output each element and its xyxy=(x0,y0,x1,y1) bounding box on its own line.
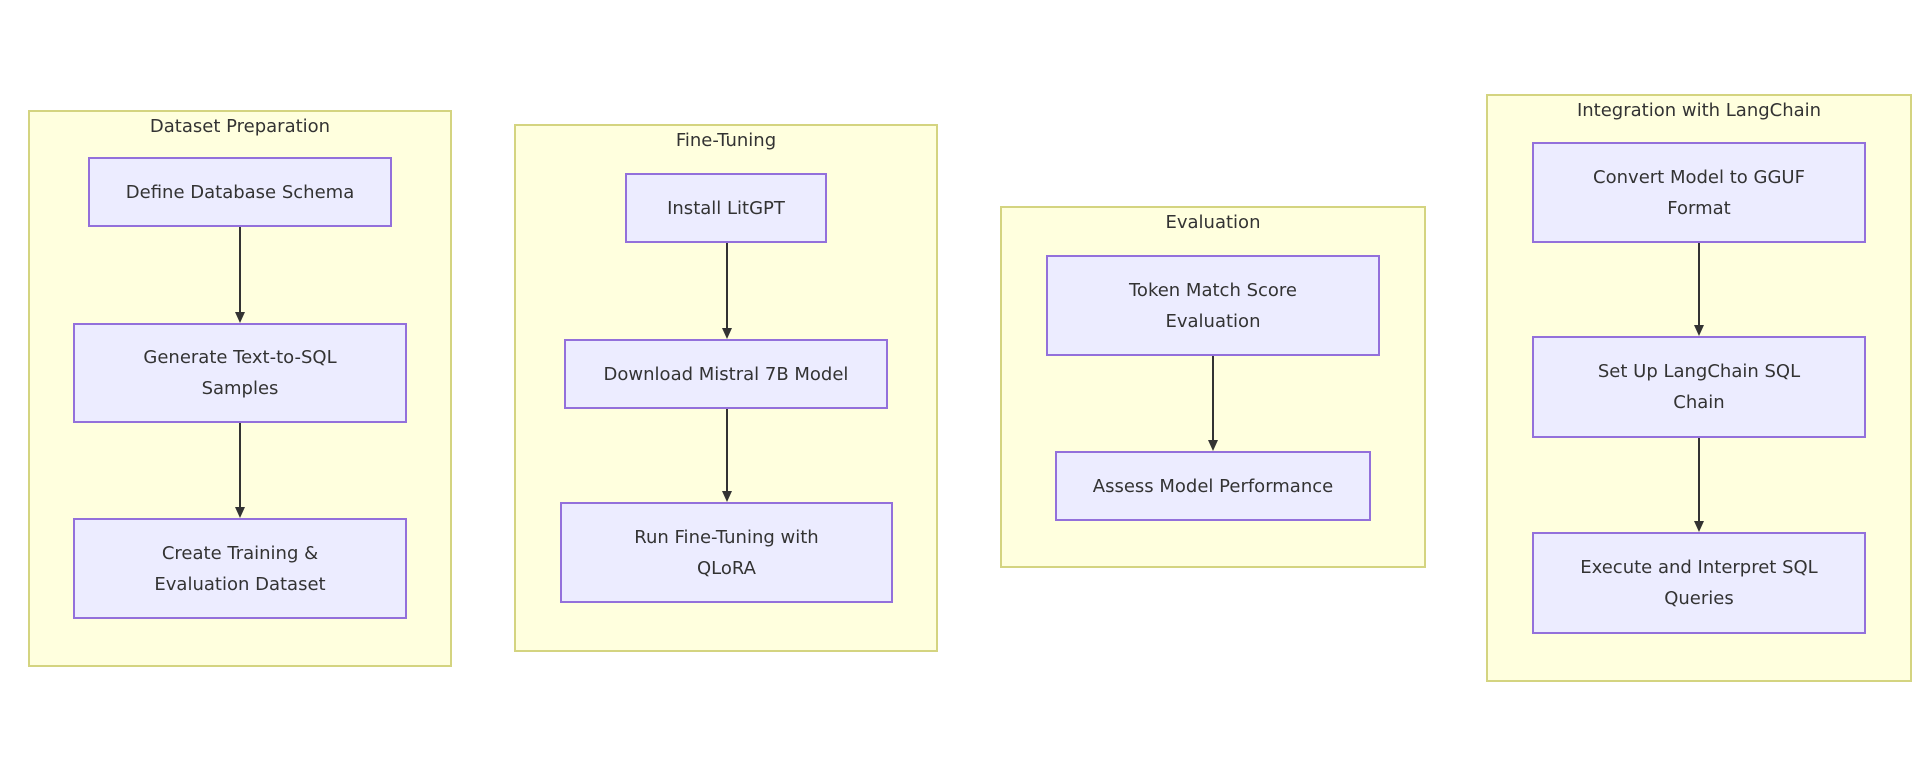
node-label: Download Mistral 7B Model xyxy=(603,363,849,385)
cluster-title: Dataset Preparation xyxy=(149,116,331,137)
node-assess-model-performance[interactable]: Assess Model Performance xyxy=(1055,451,1371,521)
node-label: Token Match Score Evaluation xyxy=(1129,279,1297,332)
cluster-title: Fine-Tuning xyxy=(675,130,777,151)
node-execute-and-interpret-sql-queries[interactable]: Execute and Interpret SQL Queries xyxy=(1532,532,1866,634)
node-label: Run Fine-Tuning with QLoRA xyxy=(634,526,819,579)
node-define-database-schema[interactable]: Define Database Schema xyxy=(88,157,392,227)
node-label: Install LitGPT xyxy=(667,197,785,219)
node-create-training-evaluation-dataset[interactable]: Create Training & Evaluation Dataset xyxy=(73,518,407,619)
node-token-match-score-evaluation[interactable]: Token Match Score Evaluation xyxy=(1046,255,1380,356)
node-label: Set Up LangChain SQL Chain xyxy=(1597,361,1801,413)
cluster-title: Integration with LangChain xyxy=(1576,100,1822,121)
node-label: Generate Text-to-SQL Samples xyxy=(143,347,337,399)
node-convert-model-to-gguf-format[interactable]: Convert Model to GGUF Format xyxy=(1532,142,1866,243)
node-label: Execute and Interpret SQL Queries xyxy=(1580,557,1818,609)
node-generate-text-to-sql-samples[interactable]: Generate Text-to-SQL Samples xyxy=(73,323,407,423)
node-label: Create Training & Evaluation Dataset xyxy=(154,542,326,595)
node-set-up-langchain-sql-chain[interactable]: Set Up LangChain SQL Chain xyxy=(1532,336,1866,438)
node-download-mistral-7b-model[interactable]: Download Mistral 7B Model xyxy=(564,339,888,409)
node-run-fine-tuning-with-qlora[interactable]: Run Fine-Tuning with QLoRA xyxy=(560,502,893,603)
cluster-title: Evaluation xyxy=(1165,212,1261,233)
node-label: Convert Model to GGUF Format xyxy=(1593,166,1805,219)
node-install-litgpt[interactable]: Install LitGPT xyxy=(625,173,827,243)
node-label: Define Database Schema xyxy=(125,181,355,203)
node-label: Assess Model Performance xyxy=(1092,475,1334,497)
